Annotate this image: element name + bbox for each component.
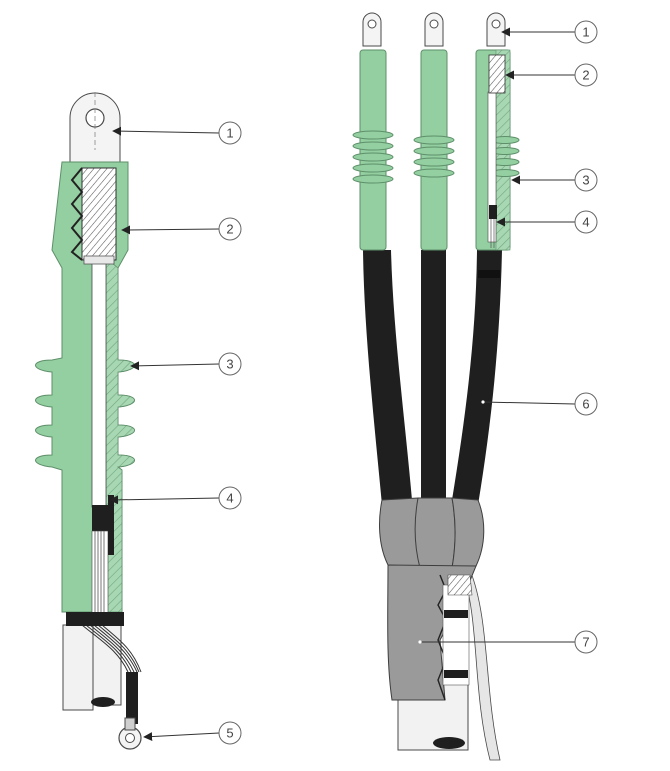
left-terminal-lug [69,92,121,166]
left-callout-2-circle [218,217,242,241]
right-callout-6-circle [574,392,598,416]
right-core-right [452,250,502,505]
right-breakout-sleeve [379,497,485,701]
right-callout-2-circle [574,63,598,87]
left-insulator-section [105,257,135,613]
left-earth-lug [118,717,142,750]
left-stress-insert [70,167,117,265]
right-callout-4: 4 [496,210,598,234]
left-earth-lead [126,672,138,724]
left-callout-3: 3 [130,352,242,376]
left-callout-4-number: 4 [226,491,233,506]
left-callout-1-number: 1 [226,126,233,141]
left-callout-2: 2 [121,217,242,241]
right-insulator-right [475,12,520,278]
right-termination [352,12,520,761]
right-callout-6-number: 6 [582,397,589,412]
callout-layer: 1 2 3 4 5 1 2 3 4 6 7 [109,20,598,745]
right-callout-2-number: 2 [582,68,589,83]
left-callout-4-circle [218,486,242,510]
left-conductor [91,261,107,508]
right-callout-1-circle [574,20,598,44]
right-callout-3-circle [574,168,598,192]
right-callout-6: 6 [481,392,598,416]
left-callout-3-number: 3 [226,357,233,372]
right-insulator-middle [413,12,455,251]
right-callout-2: 2 [505,63,598,87]
right-callout-1: 1 [501,20,598,44]
left-callout-5: 5 [143,721,242,745]
right-callout-7-circle [574,630,598,654]
left-callout-1: 1 [112,121,242,145]
right-insulator-left [352,12,394,251]
right-callout-1-number: 1 [582,25,589,40]
right-callout-7: 7 [418,630,598,654]
left-callout-4: 4 [109,486,242,510]
left-callout-1-circle [218,121,242,145]
left-callout-5-circle [218,721,242,745]
left-screen-wires [81,624,142,673]
left-cable-cores [62,624,122,711]
right-callout-7-number: 7 [582,635,589,650]
right-core-middle [421,250,446,500]
left-bottom-band [66,612,124,626]
right-callout-7-dot [418,640,422,644]
right-callout-6-dot [481,400,485,404]
right-callout-3-number: 3 [582,173,589,188]
left-screen-connection [91,495,114,614]
right-callout-3: 3 [511,168,598,192]
right-core-left [363,250,412,505]
right-callout-4-circle [574,210,598,234]
left-callout-5-number: 5 [226,726,233,741]
left-termination [35,92,142,750]
right-callout-4-number: 4 [582,215,589,230]
left-callout-2-number: 2 [226,222,233,237]
left-callout-3-circle [218,352,242,376]
